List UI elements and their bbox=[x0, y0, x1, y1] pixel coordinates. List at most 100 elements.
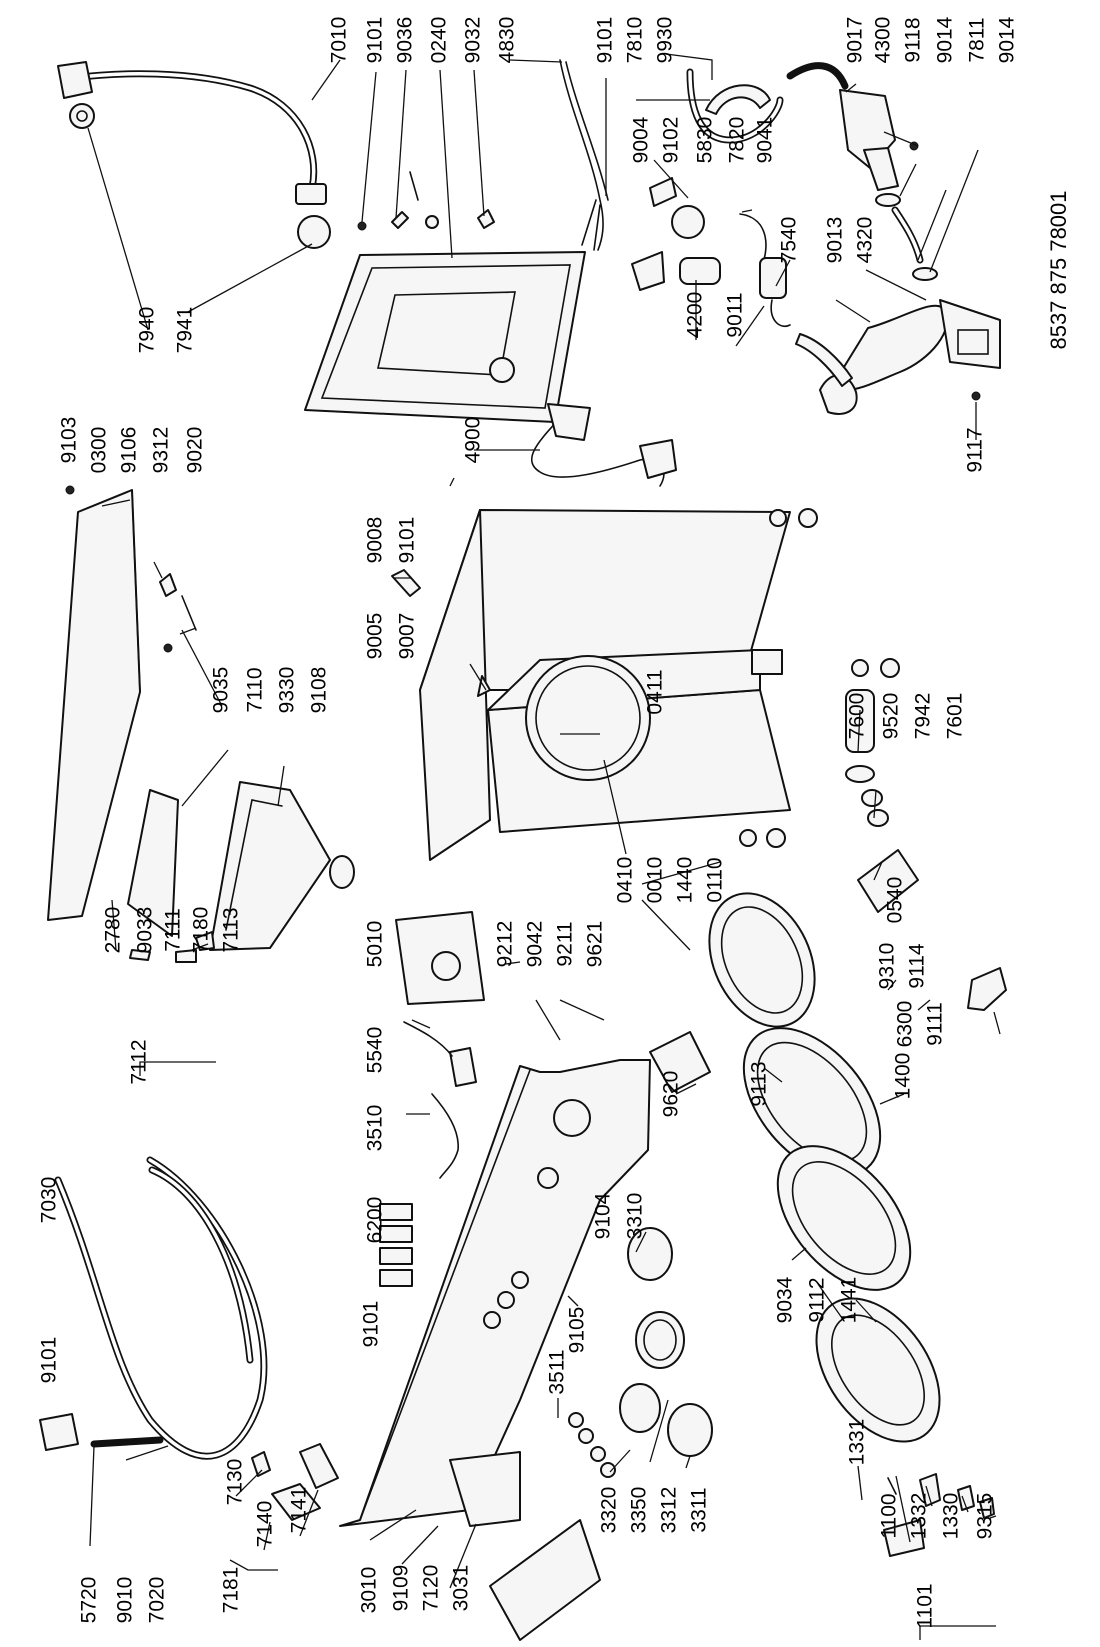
mains-cable-4900 bbox=[530, 403, 677, 487]
callout-p9621: 9621 bbox=[584, 921, 607, 968]
callout-p9035: 9035 bbox=[210, 667, 233, 714]
callout-p0300: 0300 bbox=[88, 427, 111, 474]
callout-p9113: 9113 bbox=[748, 1061, 771, 1106]
door-lock-5540 bbox=[403, 1021, 477, 1087]
callout-p1101: 1101 bbox=[914, 1583, 937, 1628]
callout-p9105: 9105 bbox=[566, 1307, 589, 1354]
wiring-harness-4830 bbox=[559, 59, 609, 251]
callout-p9042: 9042 bbox=[524, 921, 547, 968]
callout-p9520: 9520 bbox=[880, 693, 903, 740]
callout-p9008: 9008 bbox=[364, 517, 387, 564]
callout-p3350: 3350 bbox=[628, 1487, 651, 1534]
hinge-parts-1101 bbox=[883, 1473, 995, 1557]
hose-7811 bbox=[875, 193, 938, 281]
callout-p7940: 7940 bbox=[136, 307, 159, 354]
filter-7540 bbox=[739, 213, 791, 327]
callout-p2780: 2780 bbox=[102, 907, 125, 954]
dispenser-valve-assy-7112 bbox=[127, 789, 215, 963]
drawer-parts-7181 bbox=[251, 1443, 339, 1521]
top-screws bbox=[357, 171, 495, 231]
callout-p9108: 9108 bbox=[308, 667, 331, 714]
callout-p0540: 0540 bbox=[884, 877, 907, 924]
worktop-fixings bbox=[65, 485, 197, 653]
callout-p4300: 4300 bbox=[872, 17, 895, 64]
callout-p7810: 7810 bbox=[624, 17, 647, 64]
hinge-9620 bbox=[649, 1031, 711, 1093]
capacitor-4200 bbox=[631, 251, 721, 291]
callout-p9032: 9032 bbox=[462, 17, 485, 64]
callout-p5720: 5720 bbox=[78, 1577, 101, 1624]
tub-top-plate-0240 bbox=[304, 251, 586, 423]
callout-p1331: 1331 bbox=[846, 1419, 869, 1466]
sump-hose-4320 bbox=[819, 299, 1001, 415]
callout-p9310: 9310 bbox=[876, 943, 899, 990]
callout-p7941: 7941 bbox=[174, 307, 197, 354]
callout-p9109: 9109 bbox=[390, 1565, 413, 1612]
door-hinge-6300 bbox=[967, 967, 1007, 1011]
callout-p3010: 3010 bbox=[358, 1567, 381, 1614]
callout-p7141: 7141 bbox=[288, 1487, 311, 1534]
callout-p9036: 9036 bbox=[394, 17, 417, 64]
callout-p7601: 7601 bbox=[944, 693, 967, 740]
programmer-5010 bbox=[395, 911, 485, 1005]
hinge-9008 bbox=[391, 569, 421, 597]
callout-p9212: 9212 bbox=[494, 921, 517, 968]
callout-p9117: 9117 bbox=[964, 427, 987, 472]
callout-p1441: 1441 bbox=[838, 1277, 861, 1324]
callout-p9102: 9102 bbox=[660, 117, 683, 164]
callout-p5830: 5830 bbox=[694, 117, 717, 164]
callout-p9101b: 9101 bbox=[594, 17, 617, 64]
callout-p4200: 4200 bbox=[684, 292, 707, 339]
callout-p9011: 9011 bbox=[724, 292, 747, 337]
callout-p1332: 1332 bbox=[908, 1493, 931, 1540]
inlet-valve-5720 bbox=[39, 1413, 164, 1451]
detergent-drawer-housing-7110 bbox=[209, 781, 355, 951]
callout-p9118: 9118 bbox=[902, 17, 925, 62]
door-trim-1441 bbox=[815, 1297, 941, 1443]
callout-p1400: 1400 bbox=[892, 1053, 915, 1100]
callout-p9101a: 9101 bbox=[364, 17, 387, 64]
callout-p3310: 3310 bbox=[624, 1193, 647, 1240]
callout-p7020: 7020 bbox=[146, 1577, 169, 1624]
callout-p1440: 1440 bbox=[674, 857, 697, 904]
wiring-3510 bbox=[431, 1093, 459, 1179]
callout-p9104: 9104 bbox=[592, 1192, 615, 1239]
callout-p9101c: 9101 bbox=[396, 517, 419, 564]
callout-p3312: 3312 bbox=[658, 1487, 681, 1534]
knobs-and-rings bbox=[568, 1227, 713, 1478]
callout-p9114: 9114 bbox=[906, 943, 929, 988]
document-number: 8537 875 78001 bbox=[1046, 190, 1071, 349]
adjustable-feet bbox=[739, 508, 900, 848]
callout-p4830: 4830 bbox=[496, 17, 519, 64]
callout-p7600: 7600 bbox=[846, 693, 869, 740]
callout-p9312: 9312 bbox=[150, 427, 173, 474]
callout-p7540: 7540 bbox=[778, 217, 801, 264]
callout-p9103: 9103 bbox=[58, 417, 81, 464]
callout-p3311: 3311 bbox=[688, 1487, 711, 1532]
callout-p7111: 7111 bbox=[162, 908, 185, 952]
cabinet-0010 bbox=[419, 509, 791, 861]
callout-p9010: 9010 bbox=[114, 1577, 137, 1624]
switch-block-6200 bbox=[379, 1203, 413, 1287]
callout-p0010: 0010 bbox=[644, 857, 667, 904]
callout-p7181: 7181 bbox=[220, 1567, 243, 1614]
callout-p9017: 9017 bbox=[844, 17, 867, 64]
callout-p7942: 7942 bbox=[912, 693, 935, 740]
drain-pump-4300 bbox=[786, 62, 919, 191]
callout-p7811: 7811 bbox=[966, 17, 989, 62]
callout-p9101e: 9101 bbox=[360, 1301, 383, 1348]
callout-p6300: 6300 bbox=[894, 1001, 917, 1048]
callout-p0411: 0411 bbox=[644, 669, 667, 714]
callout-p9014a: 9014 bbox=[934, 16, 957, 63]
service-flap-0540 bbox=[857, 849, 919, 913]
callout-p7030: 7030 bbox=[38, 1177, 61, 1224]
hose-clip-9930 bbox=[705, 84, 771, 115]
callout-p9041: 9041 bbox=[754, 117, 777, 164]
callout-p7140: 7140 bbox=[254, 1501, 277, 1548]
callout-p9620: 9620 bbox=[660, 1071, 683, 1118]
callout-p9020: 9020 bbox=[184, 427, 207, 474]
callout-p3510: 3510 bbox=[364, 1105, 387, 1152]
callout-p9033: 9033 bbox=[134, 907, 157, 954]
callout-p6200: 6200 bbox=[364, 1197, 387, 1244]
